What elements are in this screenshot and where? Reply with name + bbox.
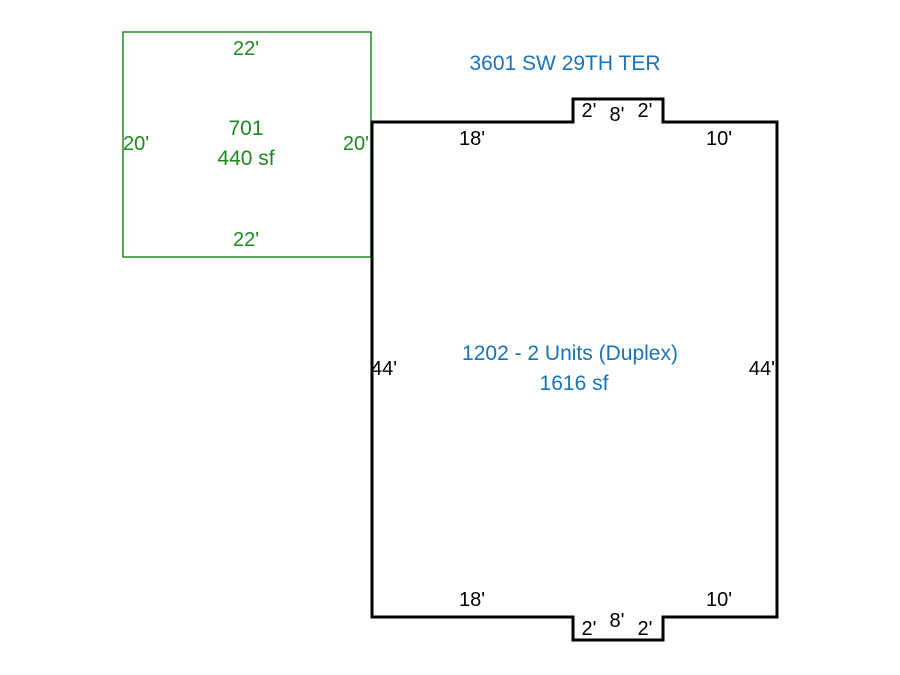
main-dim-left: 44': [371, 358, 397, 380]
main-dim-top-right: 10': [706, 128, 732, 150]
main-dim-bottom-notch-left: 2': [582, 618, 597, 640]
garage-dim-bottom: 22': [233, 229, 259, 251]
main-dim-top-notch-left: 2': [582, 100, 597, 122]
main-dim-bottom-notch-right: 2': [638, 618, 653, 640]
main-building-outline: [370, 97, 779, 642]
garage-dim-top: 22': [233, 38, 259, 60]
main-dim-top-notch-mid: 8': [610, 104, 625, 126]
main-dim-top-notch-right: 2': [638, 100, 653, 122]
main-dim-right: 44': [749, 358, 775, 380]
garage-outline: [122, 31, 372, 258]
garage-code: 701: [228, 117, 263, 140]
garage-dim-right: 20': [343, 133, 369, 155]
address-title: 3601 SW 29TH TER: [469, 52, 660, 75]
main-area: 1616 sf: [540, 372, 609, 395]
main-dim-top-left: 18': [459, 128, 485, 150]
main-label: 1202 - 2 Units (Duplex): [462, 342, 678, 365]
garage-dim-left: 20': [123, 133, 149, 155]
main-dim-bottom-left: 18': [459, 589, 485, 611]
main-dim-bottom-right: 10': [706, 589, 732, 611]
main-dim-bottom-notch-mid: 8': [610, 610, 625, 632]
garage-area: 440 sf: [217, 147, 274, 170]
